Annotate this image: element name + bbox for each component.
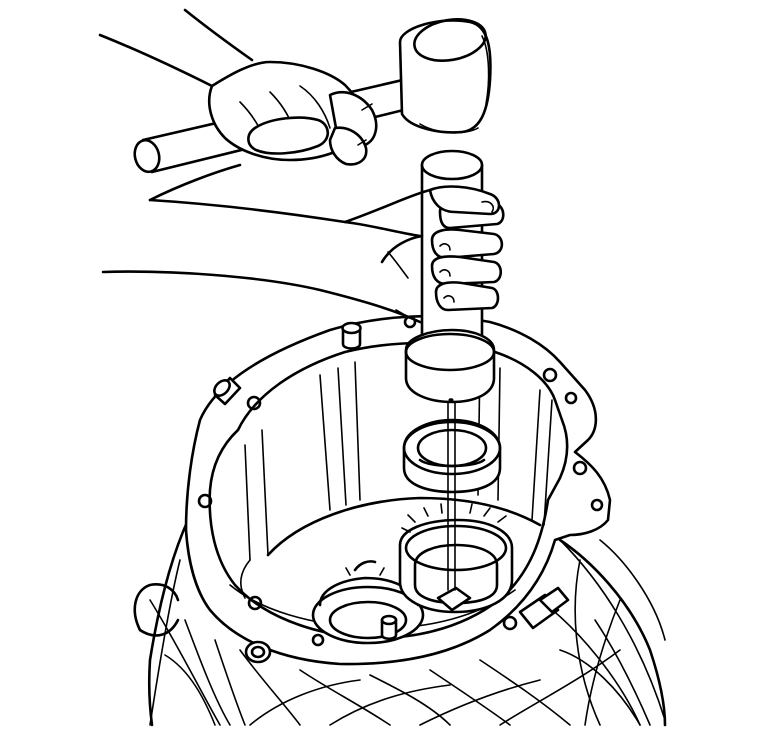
transmission-case [133,314,667,727]
flange-bolt-holes [197,315,604,647]
bearing-seal [402,418,502,494]
dowel-pin-left [213,376,242,406]
housing-outline [133,518,667,727]
side-bolt [518,586,570,630]
seal-bore [398,503,514,614]
drain-plug [244,640,272,664]
hand-holding-tool [101,185,505,324]
center-stud [380,614,398,641]
dowel-pin-top [341,321,362,350]
hand-holding-hammer [98,8,378,202]
